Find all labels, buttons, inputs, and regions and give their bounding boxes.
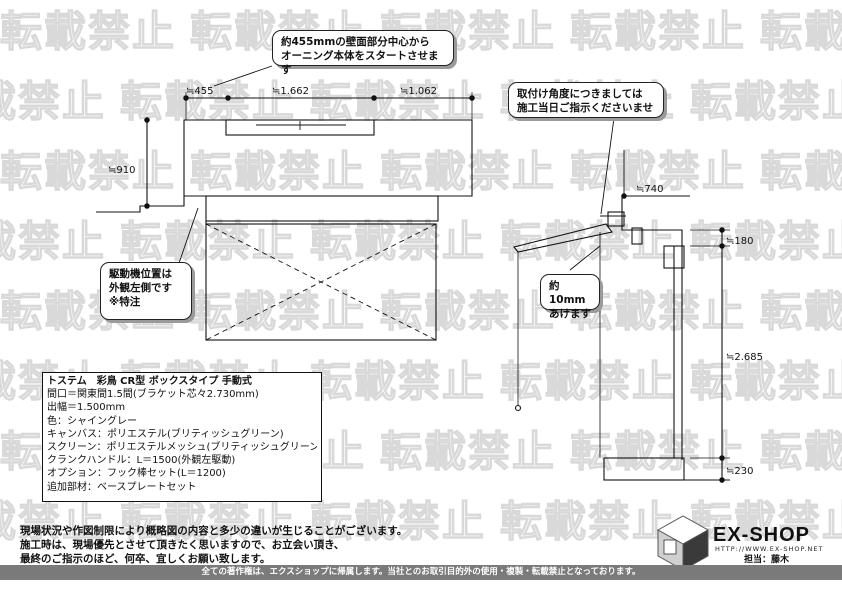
dim-plan-height: ≒910 (108, 165, 135, 176)
awning-box-front (205, 195, 439, 222)
spec-line: クランクハンドル：L＝1500(外観左駆動) (47, 455, 236, 467)
spec-line: キャンバス：ポリエステル(ブリティッシュグリーン) (47, 428, 284, 440)
copyright-footer: 全ての著作権は、エクスショップに帰属します。当社とのお取引目的外の使用・複製・転… (0, 565, 842, 580)
note-line: 最終のご指示のほど、何卒、宜しくお願い致します。 (20, 553, 271, 565)
callout-angle: 取付け角度につきましては 施工当日ご指示くださいませ (508, 82, 664, 118)
spec-line: スクリーン：ポリエステルメッシュ(ブリティッシュグリーン) (47, 442, 317, 454)
spec-line: 間口＝関東間1.5間(ブラケット芯々2.730mm) (47, 389, 259, 401)
spec-line: 色：シャイングレー (47, 415, 137, 427)
ex-shop-logo-icon (656, 515, 710, 571)
spec-line: 追加部材：ベースプレートセット (47, 481, 197, 493)
wall-side (621, 196, 683, 460)
spec-line: オプション：フック棒セット(L＝1200) (47, 468, 226, 480)
base-plate (603, 457, 685, 481)
side-view (513, 117, 730, 483)
awning-box-plan (225, 119, 375, 136)
plan-view (96, 65, 475, 341)
dim-side-height: ≒2.685 (726, 352, 763, 363)
note-line: 施工時は、現場優先とさせて頂きたく思いますので、お立会い頂き、 (20, 539, 345, 551)
spec-line-product: トステム 彩鳥 CR型 ボックスタイプ 手動式 (47, 376, 252, 387)
dim-side-bottom: ≒230 (726, 466, 753, 477)
callout-start-position: 約455mmの壁面部分中心から オーニング本体をスタートさせます (272, 30, 454, 76)
wall-plate (631, 227, 643, 245)
dim-plan-right: ≒1.062 (400, 86, 437, 97)
dim-plan-center: ≒1.662 (272, 86, 309, 97)
callout-line: 施工当日ご指示くださいませ (517, 102, 654, 114)
callout-line: 取付け角度につきましては (517, 88, 643, 100)
dim-side-projection: ≒740 (636, 184, 663, 195)
spec-line: 出幅＝1.500mm (47, 402, 126, 414)
callout-line: ※特注 (109, 296, 141, 308)
callout-line: 約455mmの壁面部分中心から (281, 36, 430, 48)
callout-line: 駆動機位置は (109, 268, 172, 280)
callout-line: オーニング本体をスタートさせます (281, 50, 439, 76)
dim-side-top: ≒180 (726, 236, 753, 247)
staff-name: 担当：藤木 (744, 555, 790, 565)
callout-line: あけます (549, 308, 591, 320)
logo-url: HTTP://WWW.EX-SHOP.NET (715, 545, 824, 553)
disclaimer-note: 現場状況や作図制限により概略図の内容と多少の違いが生じることがございます。 施工… (20, 524, 407, 566)
spec-box: トステム 彩鳥 CR型 ボックスタイプ 手動式 間口＝関東間1.5間(ブラケット… (42, 372, 322, 502)
callout-line: 約10mm (549, 280, 586, 306)
note-line: 現場状況や作図制限により概略図の内容と多少の違いが生じることがございます。 (20, 525, 408, 537)
wall-outline (96, 119, 473, 213)
dim-plan-left: ≒455 (186, 86, 213, 97)
awning-arm (513, 223, 613, 253)
upper-bracket (663, 245, 685, 269)
callout-hole: 約10mm あけます (540, 274, 600, 320)
callout-drive-position: 駆動機位置は 外観左側です ※特注 (100, 262, 192, 320)
logo-name: EX-SHOP (713, 524, 811, 546)
awning-box-side (607, 211, 625, 227)
screen-area (205, 223, 437, 341)
callout-line: 外観左側です (109, 282, 172, 294)
